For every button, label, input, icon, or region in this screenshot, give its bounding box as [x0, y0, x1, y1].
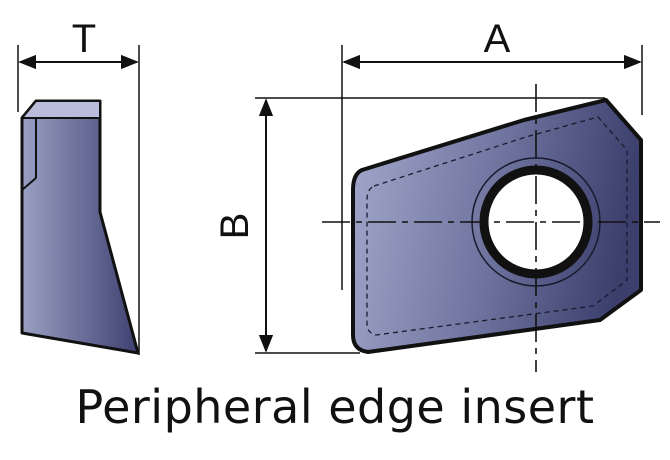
- insert-inner-edge: [366, 116, 628, 336]
- a-dimension-label: A: [484, 17, 511, 61]
- b-dimension-label: B: [213, 213, 257, 240]
- t-dimension-label: T: [72, 17, 96, 61]
- side-view-chamfer-line: [21, 177, 37, 191]
- side-view: T: [17, 17, 140, 355]
- side-view-top-bevel: [21, 100, 101, 119]
- side-view-body: [20, 99, 140, 355]
- top-view: A B: [213, 17, 660, 372]
- caption: Peripheral edge insert: [75, 380, 595, 434]
